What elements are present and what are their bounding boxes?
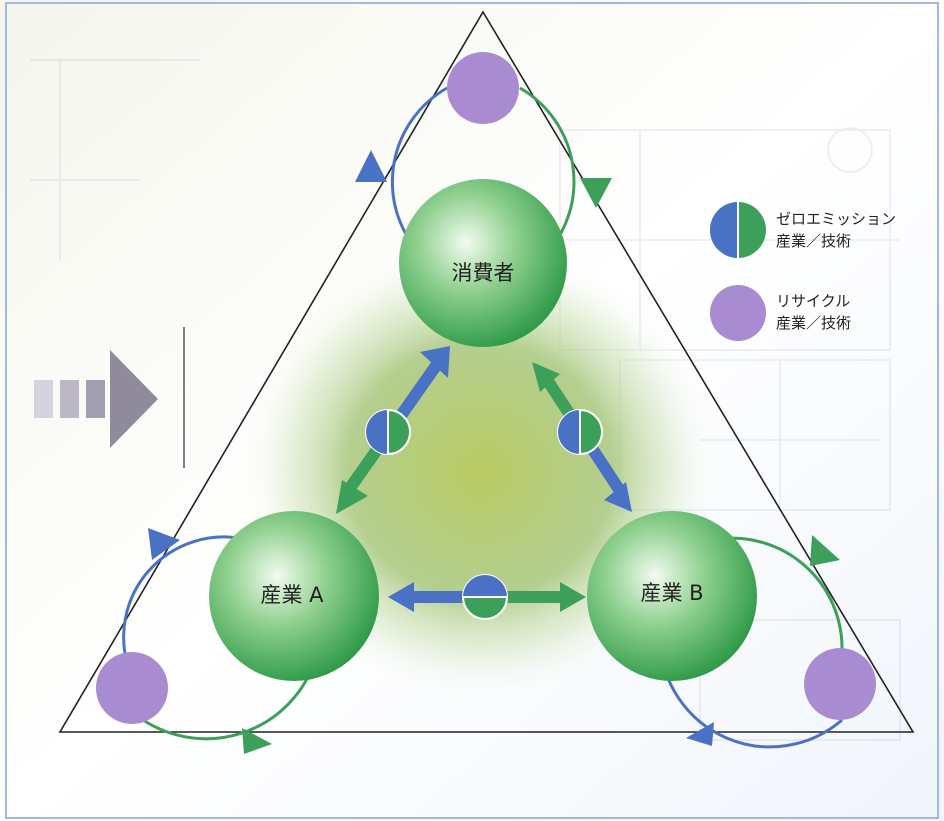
page-border [5,2,939,819]
legend: ゼロエミッション 産業／技術 リサイクル 産業／技術 [710,202,896,341]
legend-zero-emission-line1: ゼロエミッション [776,210,896,228]
legend-recycle-line2: 産業／技術 [776,314,851,332]
zero-emission-marker-left [365,409,411,455]
arrowhead-blue-top [355,150,387,182]
node-consumer: 消費者 [399,179,567,347]
node-industry-b-label: 産業 B [640,581,703,605]
node-industry-a: 産業 A [209,511,379,681]
legend-recycle-icon [710,285,766,341]
recycle-loop-left [96,528,320,754]
progression-arrow [34,350,158,448]
arrowhead-blue-left [148,528,180,560]
zero-emission-marker-right [557,409,603,455]
zero-emission-marker-bottom [462,574,508,620]
triangle-outline [58,10,915,733]
arrowhead-blue-right [686,722,714,746]
legend-zero-emission-line2: 産業／技術 [776,232,851,250]
node-industry-a-label: 産業 A [260,583,324,607]
arrowhead-green-right [810,535,840,566]
recycle-circle-left [96,652,168,724]
legend-recycle-line1: リサイクル [776,292,850,310]
recycle-circle-right [804,648,876,720]
node-consumer-label: 消費者 [452,261,515,285]
recycle-circle-top [447,52,519,124]
arrowhead-green-top [580,178,612,208]
legend-zero-emission-icon [710,202,766,258]
node-industry-b: 産業 B [587,511,757,681]
arrowhead-green-left [242,728,272,754]
